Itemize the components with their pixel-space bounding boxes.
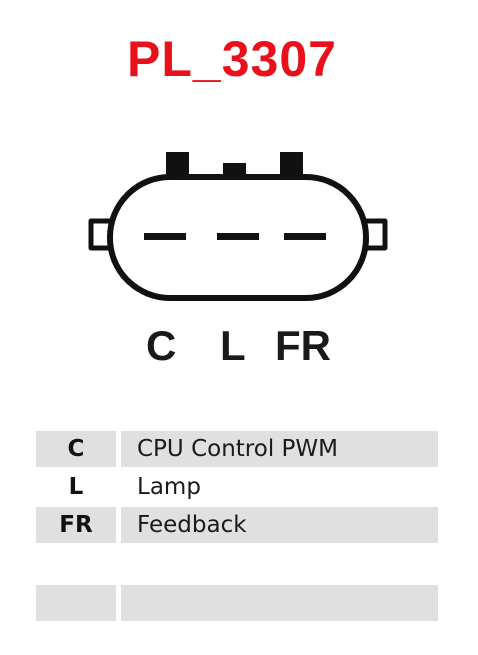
pin-slot-fr [284, 233, 326, 240]
pin-slot-c [144, 233, 186, 240]
legend-row: C CPU Control PWM [36, 431, 438, 469]
legend-description: CPU Control PWM [121, 431, 438, 467]
legend-description: Lamp [137, 474, 201, 500]
legend-description: Feedback [121, 507, 438, 543]
connector-ear-left [88, 218, 112, 251]
connector-ear-right [365, 218, 388, 251]
legend-spacer [36, 545, 438, 585]
pin-label-l: L [220, 322, 246, 369]
legend-description [121, 585, 438, 621]
legend-row: L Lamp [36, 469, 438, 507]
legend-code [36, 585, 116, 621]
pin-label-fr: FR [275, 322, 331, 369]
connector-diagram [88, 152, 388, 301]
legend-row: FR Feedback [36, 507, 438, 545]
legend-code: C [36, 431, 116, 467]
pin-labels: C L FR [0, 316, 478, 376]
part-number-title: PL_3307 [127, 31, 337, 87]
legend-row-empty [36, 585, 438, 623]
pin-legend-table: C CPU Control PWM L Lamp FR Feedback [36, 431, 438, 623]
legend-code: FR [36, 507, 116, 543]
pin-label-c: C [146, 322, 177, 369]
legend-code: L [68, 474, 84, 500]
pin-slot-l [217, 233, 259, 240]
